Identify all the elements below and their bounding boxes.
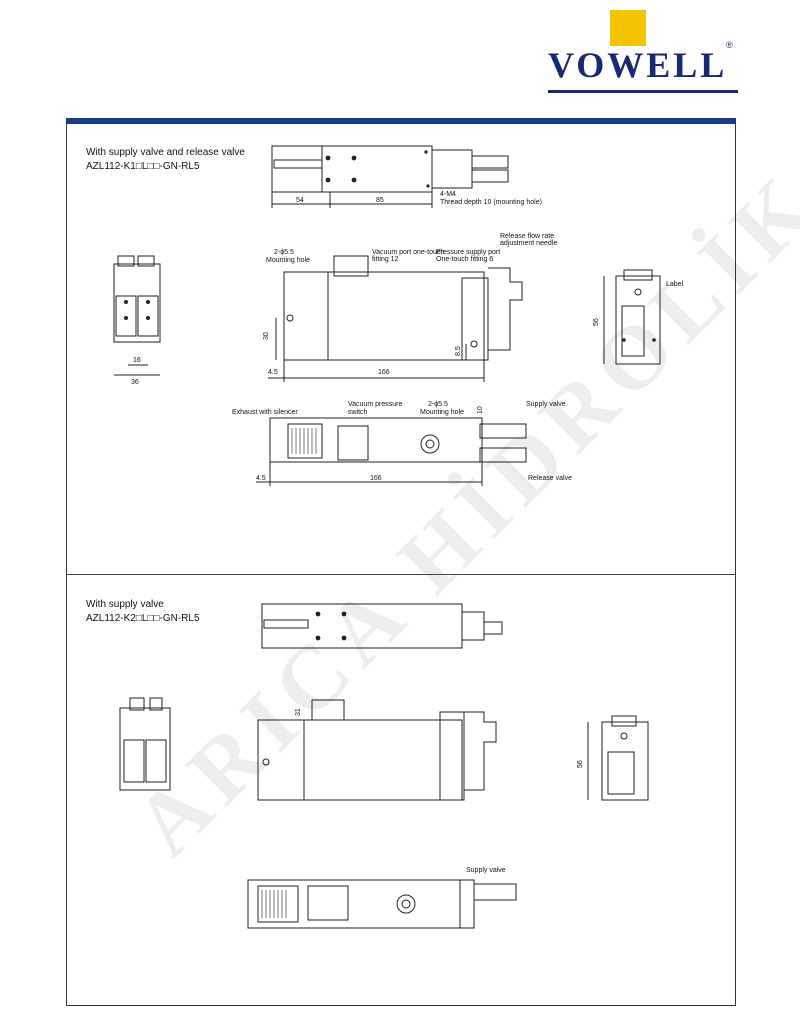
label-pressure-port-a: Pressure supply port: [436, 249, 500, 256]
label-supply-valve-s2: Supply valve: [466, 867, 506, 874]
logo-rule: [548, 90, 738, 93]
section1-title-line2: AZL112-K1□L□□-GN-RL5: [86, 161, 200, 172]
dim-4-5-a: 4.5: [268, 369, 278, 376]
header-bar: [66, 118, 736, 124]
s2-top-view: [261, 603, 503, 649]
label-thread-depth: Thread depth 10 (mounting hole): [440, 199, 542, 206]
label-4m4: 4-M4: [440, 191, 456, 198]
dim-56-b: 56: [577, 760, 584, 768]
label-release-flow-a: Release flow rate: [500, 233, 554, 240]
label-mounting-hole-b: Mounting hole: [266, 257, 310, 264]
drawing-frame: [66, 124, 736, 1006]
dim-85: 85: [376, 197, 384, 204]
label-vacuum-port-a: Vacuum port one-touch: [372, 249, 444, 256]
logo-badge-icon: [610, 10, 646, 46]
s2-left-view: [119, 697, 171, 791]
vowell-logo: VOWELL ®: [548, 6, 738, 98]
s2-bottom-view: [247, 879, 517, 929]
dim-4-5-b: 4.5: [256, 475, 266, 482]
label-supply-valve-s1: Supply valve: [526, 401, 566, 408]
s1-bottom-view: [256, 417, 527, 486]
dim-31: 31: [295, 708, 302, 716]
label-exhaust: Exhaust with silencer: [232, 409, 298, 416]
label-mounting-hole-a: 2-ϕ5.5: [274, 249, 294, 256]
section1-title: With supply valve and release valve AZL1…: [86, 146, 245, 174]
dim-56-a: 56: [593, 318, 600, 326]
dim-16: 16: [133, 357, 141, 364]
s2-right-view: [587, 715, 649, 801]
dim-166-a: 166: [378, 369, 390, 376]
label-mounting-hole-d: Mounting hole: [420, 409, 464, 416]
s2-front-view: [257, 699, 497, 801]
logo-text: VOWELL: [548, 45, 728, 85]
label-label-tag: Label: [666, 281, 684, 288]
section-divider: [66, 574, 736, 575]
dim-166-b: 166: [370, 475, 382, 482]
s1-front-view: [268, 255, 523, 382]
registered-mark: ®: [726, 40, 733, 50]
dim-36: 36: [131, 379, 139, 386]
label-vacuum-port-b: fitting 12: [372, 256, 399, 263]
s1-top-view: [271, 145, 509, 208]
label-vacuum-switch-a: Vacuum pressure: [348, 401, 402, 408]
section2-title-line1: With supply valve: [86, 599, 164, 610]
s1-right-view: [603, 269, 661, 365]
dim-10: 10: [477, 406, 484, 414]
s1-left-view: [113, 255, 161, 376]
dim-8-5: 8.5: [455, 346, 462, 356]
label-vacuum-switch-b: switch: [348, 409, 368, 416]
label-release-flow-b: adjustment needle: [500, 240, 557, 247]
section1-title-line1: With supply valve and release valve: [86, 147, 245, 158]
label-pressure-port-b: One-touch fitting 6: [436, 256, 493, 263]
label-release-valve: Release valve: [528, 475, 572, 482]
label-mounting-hole-c: 2-ϕ5.5: [428, 401, 448, 408]
dim-54: 54: [296, 197, 304, 204]
dim-30: 30: [263, 332, 270, 340]
section2-title: With supply valve AZL112-K2□L□□-GN-RL5: [86, 598, 200, 626]
section2-title-line2: AZL112-K2□L□□-GN-RL5: [86, 613, 200, 624]
